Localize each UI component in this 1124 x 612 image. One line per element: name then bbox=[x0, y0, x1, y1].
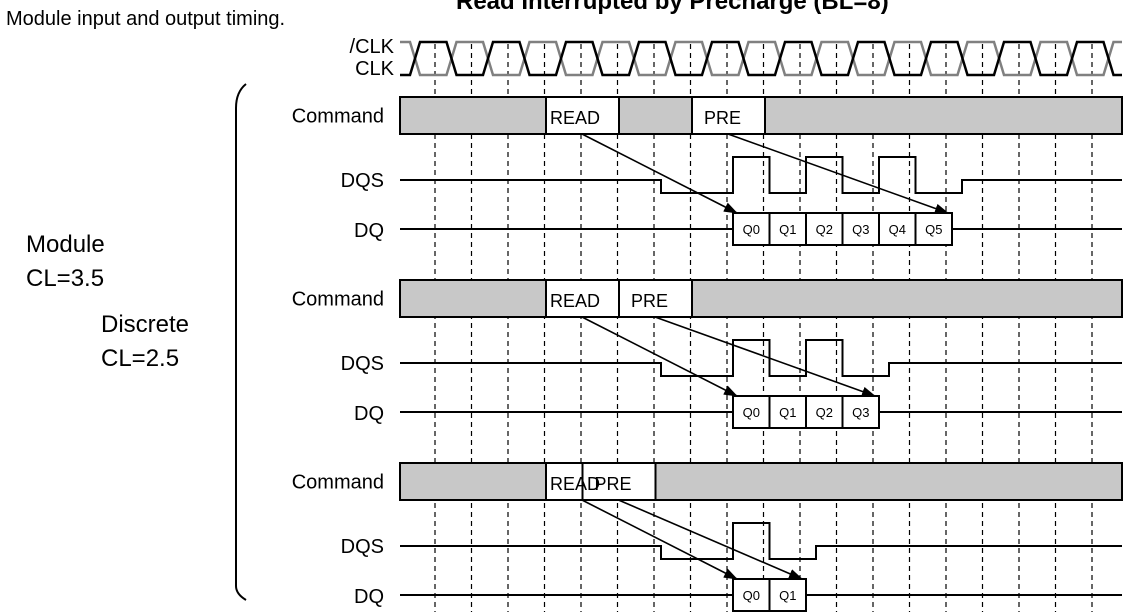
dq-data-label: Q0 bbox=[743, 588, 760, 603]
command-bus bbox=[399, 279, 1123, 318]
clk-bar-label: /CLK bbox=[350, 36, 395, 58]
dq-data-label: Q3 bbox=[852, 222, 869, 237]
clock-waveforms: /CLK CLK bbox=[350, 36, 1122, 80]
dq-data-box bbox=[841, 395, 880, 429]
clk-bar-waveform bbox=[400, 40, 1122, 77]
pre-command-label: PRE bbox=[595, 474, 632, 494]
dqs-label: DQS bbox=[341, 353, 384, 375]
pre-to-data-arrow bbox=[654, 316, 876, 397]
read-command-slot bbox=[545, 96, 620, 135]
pre-to-data-arrow bbox=[618, 499, 803, 580]
group-brace bbox=[235, 83, 247, 601]
dqs-label: DQS bbox=[341, 536, 384, 558]
module-label: Module bbox=[26, 231, 105, 258]
dq-data-label: Q1 bbox=[779, 222, 796, 237]
dq-data-label: Q1 bbox=[779, 405, 796, 420]
dq-data-box bbox=[805, 212, 844, 246]
dq-data-label: Q0 bbox=[743, 405, 760, 420]
dq-data-box bbox=[732, 395, 771, 429]
read-command-label: READ bbox=[550, 108, 600, 128]
dq-label: DQ bbox=[354, 403, 384, 425]
dq-label: DQ bbox=[354, 220, 384, 242]
pre-command-slot bbox=[618, 279, 693, 318]
figure-caption: Module input and output timing. bbox=[6, 8, 286, 30]
pre-command-label: PRE bbox=[704, 108, 741, 128]
dq-data-label: Q2 bbox=[816, 222, 833, 237]
read-to-data-arrow bbox=[581, 133, 738, 214]
read-command-slot bbox=[545, 279, 620, 318]
pre-command-slot bbox=[691, 96, 766, 135]
read-to-data-arrow bbox=[581, 499, 738, 580]
pre-to-data-arrow bbox=[727, 133, 949, 214]
command-label: Command bbox=[292, 289, 384, 311]
pre-command-label: PRE bbox=[631, 291, 668, 311]
dq-data-box bbox=[805, 395, 844, 429]
command-bus bbox=[399, 462, 1123, 501]
clk-label: CLK bbox=[355, 58, 395, 80]
dq-label: DQ bbox=[354, 586, 384, 608]
dqs-label: DQS bbox=[341, 170, 384, 192]
dq-data-box bbox=[768, 578, 807, 612]
left-annotations: Module CL=3.5 Discrete CL=2.5 bbox=[26, 83, 247, 601]
dq-data-label: Q3 bbox=[852, 405, 869, 420]
dq-data-label: Q2 bbox=[816, 405, 833, 420]
command-label: Command bbox=[292, 472, 384, 494]
diagram-title: Read Interrupted by Precharge (BL=8) bbox=[456, 0, 889, 15]
dq-data-label: Q4 bbox=[889, 222, 906, 237]
dq-data-box bbox=[878, 212, 917, 246]
clk-waveform bbox=[400, 40, 1122, 77]
discrete-cl-label: CL=2.5 bbox=[101, 345, 179, 372]
dqs-waveform bbox=[400, 339, 1122, 377]
dq-data-box bbox=[768, 212, 807, 246]
discrete-label: Discrete bbox=[101, 311, 189, 338]
read-command-label: READ bbox=[550, 474, 600, 494]
dq-data-box bbox=[914, 212, 953, 246]
dq-data-label: Q5 bbox=[925, 222, 942, 237]
read-to-data-arrow bbox=[581, 316, 738, 397]
clock-grid bbox=[434, 44, 1093, 612]
module-cl-label: CL=3.5 bbox=[26, 265, 104, 292]
dq-data-box bbox=[732, 212, 771, 246]
dq-data-box bbox=[768, 395, 807, 429]
pre-command-slot bbox=[581, 462, 657, 501]
read-command-label: READ bbox=[550, 291, 600, 311]
dqs-waveform bbox=[400, 156, 1122, 194]
command-label: Command bbox=[292, 106, 384, 128]
dqs-waveform bbox=[400, 522, 1122, 560]
dq-data-label: Q0 bbox=[743, 222, 760, 237]
dq-data-label: Q1 bbox=[779, 588, 796, 603]
